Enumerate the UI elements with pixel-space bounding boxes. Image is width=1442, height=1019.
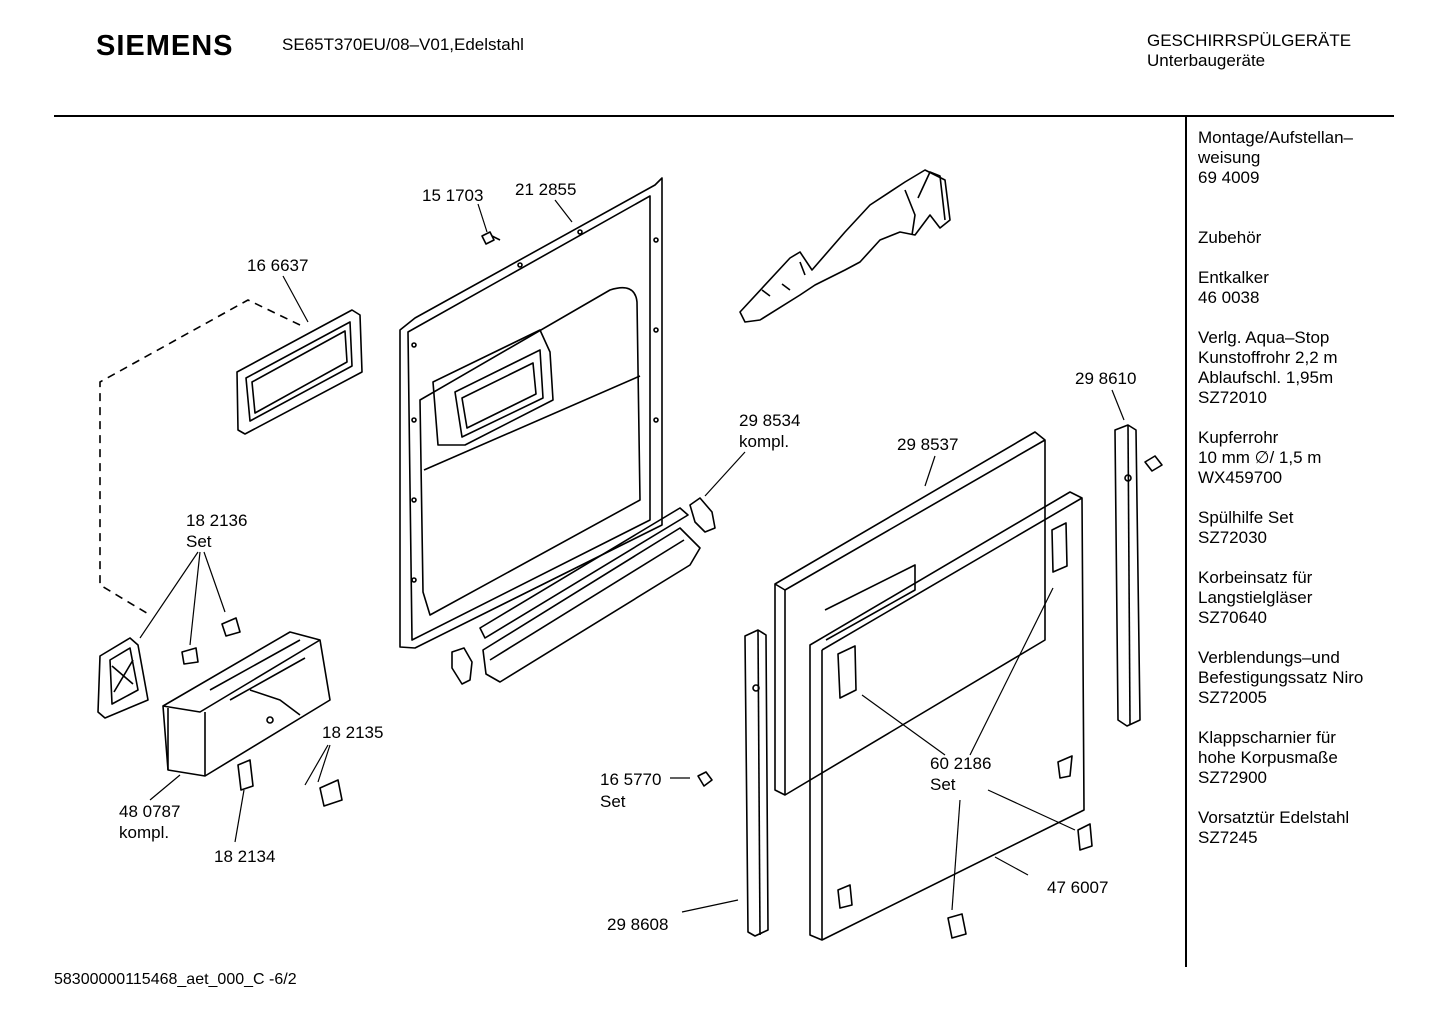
seal-frame — [236, 309, 363, 435]
callout-165770-note: Set — [600, 792, 626, 811]
parts-line: Kupferrohr — [1198, 428, 1279, 447]
category-main: GESCHIRRSPÜLGERÄTE — [1147, 31, 1352, 50]
side-strip-left — [744, 629, 769, 937]
parts-line: Langstielgläser — [1198, 588, 1313, 607]
inner-door-panel — [399, 177, 663, 649]
parts-line: SZ7245 — [1198, 828, 1258, 847]
callout-602186-note: Set — [930, 775, 956, 794]
parts-entry: Verlg. Aqua–Stop Kunstoffrohr 2,2 m Abla… — [1198, 328, 1418, 408]
parts-line: Befestigungssatz Niro — [1198, 668, 1364, 687]
parts-entry: Entkalker 46 0038 — [1198, 268, 1418, 308]
parts-line: 69 4009 — [1198, 168, 1260, 187]
parts-line: Verblendungs–und — [1198, 648, 1340, 667]
callout-298534-note: kompl. — [739, 432, 789, 451]
category-sub: Unterbaugeräte — [1147, 51, 1266, 70]
callout-480787: 48 0787 — [119, 802, 180, 821]
plug — [697, 455, 1163, 787]
callout-476007: 47 6007 — [1047, 878, 1108, 897]
parts-line: SZ72030 — [1198, 528, 1267, 547]
parts-line: hohe Korpusmaße — [1198, 748, 1338, 767]
callout-165770: 16 5770 — [600, 770, 661, 789]
hinge-bracket — [947, 823, 1093, 939]
callout-212855: 21 2855 — [515, 180, 576, 199]
document-id: 58300000115468_aet_000_C -6/2 — [54, 971, 297, 988]
parts-line: Zubehör — [1198, 228, 1262, 247]
parts-line: Montage/Aufstellan– — [1198, 128, 1353, 147]
parts-entry: Korbeinsatz für Langstielgläser SZ70640 — [1198, 568, 1418, 628]
parts-entry: Zubehör — [1198, 228, 1418, 248]
parts-entry: Spülhilfe Set SZ72030 — [1198, 508, 1418, 548]
sidebar-divider — [1185, 117, 1187, 967]
parts-line: WX459700 — [1198, 468, 1283, 487]
callout-182136-note: Set — [186, 532, 212, 551]
parts-line: Korbeinsatz für — [1198, 568, 1313, 587]
parts-entry: Klappscharnier für hohe Korpusmaße SZ729… — [1198, 728, 1418, 788]
brand-logo: SIEMENS — [96, 30, 234, 62]
parts-line: weisung — [1198, 148, 1261, 167]
callout-151703: 15 1703 — [422, 186, 483, 205]
parts-line: Ablaufschl. 1,95m — [1198, 368, 1334, 387]
parts-line: Klappscharnier für — [1198, 728, 1336, 747]
category: GESCHIRRSPÜLGERÄTE Unterbaugeräte — [1147, 31, 1351, 71]
parts-entry: Montage/Aufstellan– weisung 69 4009 — [1198, 128, 1418, 188]
callout-298534: 29 8534 — [739, 411, 800, 430]
exploded-view-drawing: 15 1703 21 2855 16 6637 29 8534 kompl. 2… — [97, 169, 1163, 941]
callout-298610: 29 8610 — [1075, 369, 1136, 388]
parts-line: SZ72900 — [1198, 768, 1267, 787]
callout-602186: 60 2186 — [930, 754, 991, 773]
screw — [481, 231, 501, 245]
parts-line: Vorsatztür Edelstahl — [1198, 808, 1350, 827]
parts-entry: Vorsatztür Edelstahl SZ7245 — [1198, 808, 1418, 848]
side-strip-right — [1114, 424, 1141, 727]
bottom-rail — [479, 507, 701, 683]
hose-bracket — [739, 169, 951, 323]
parts-line: SZ72010 — [1198, 388, 1267, 407]
parts-entry: Kupferrohr 10 mm ∅/ 1,5 m WX459700 — [1198, 428, 1418, 488]
door-cover-panel — [809, 491, 1085, 941]
small-switch — [181, 617, 343, 807]
parts-line: Entkalker — [1198, 268, 1269, 287]
parts-entry: Verblendungs–und Befestigungssatz Niro S… — [1198, 648, 1418, 708]
callout-298608: 29 8608 — [607, 915, 668, 934]
parts-line: Verlg. Aqua–Stop — [1198, 328, 1330, 347]
model-title: SE65T370EU/08–V01,Edelstahl — [282, 35, 524, 54]
outer-door-panel — [774, 431, 1046, 796]
callout-182135: 18 2135 — [322, 723, 383, 742]
parts-line: SZ72005 — [1198, 688, 1267, 707]
callout-182136: 18 2136 — [186, 511, 247, 530]
parts-line: Kunstoffrohr 2,2 m — [1198, 348, 1338, 367]
end-cap — [97, 637, 149, 719]
header-divider — [54, 115, 1394, 117]
parts-line: 10 mm ∅/ 1,5 m — [1198, 448, 1322, 467]
control-panel — [162, 631, 331, 777]
parts-line: 46 0038 — [1198, 288, 1260, 307]
parts-line: SZ70640 — [1198, 608, 1267, 627]
callout-166637: 16 6637 — [247, 256, 308, 275]
callout-182134: 18 2134 — [214, 847, 275, 866]
leader-lines — [139, 199, 1125, 913]
parts-line: Spülhilfe Set — [1198, 508, 1294, 527]
parts-list: Montage/Aufstellan– weisung 69 4009 Zube… — [1198, 128, 1418, 868]
hinge-clip — [451, 497, 716, 685]
callout-298537: 29 8537 — [897, 435, 958, 454]
dashed-guide — [99, 299, 301, 616]
callout-480787-note: kompl. — [119, 823, 169, 842]
